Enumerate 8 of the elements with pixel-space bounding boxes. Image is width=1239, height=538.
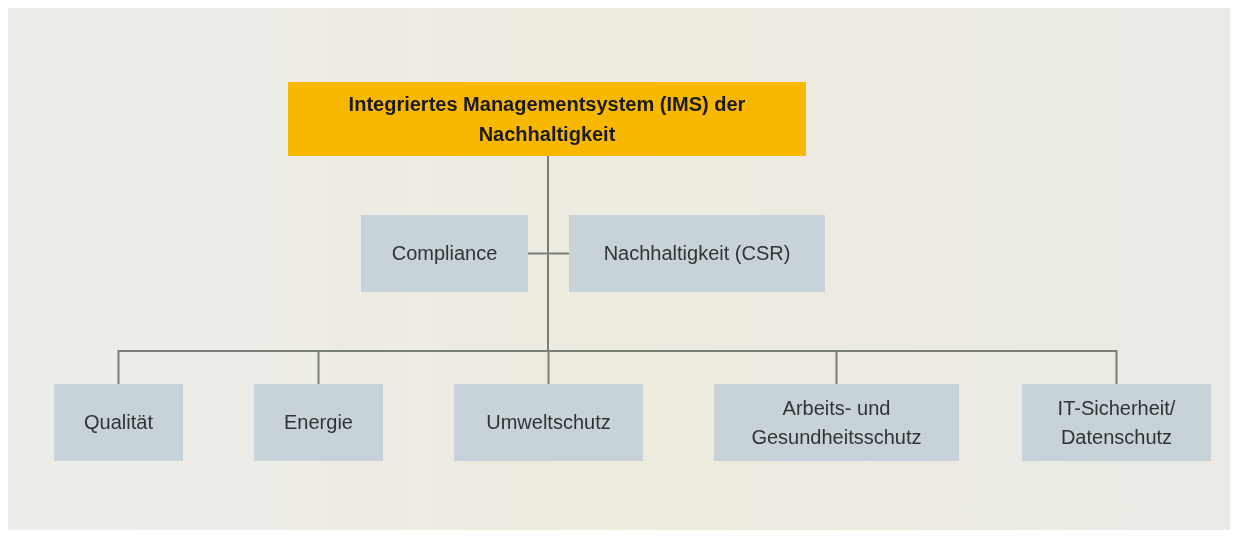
category-box: Nachhaltigkeit (CSR) (569, 215, 825, 292)
category-box: Umweltschutz (454, 384, 643, 461)
category-box: Energie (254, 384, 383, 461)
category-box: Arbeits- und Gesundheitsschutz (714, 384, 959, 461)
category-box: Compliance (361, 215, 528, 292)
category-box: Qualität (54, 384, 183, 461)
title-box: Integriertes Managementsystem (IMS) der Nachhaltigkeit (288, 82, 806, 156)
category-box: IT-Sicherheit/ Datenschutz (1022, 384, 1211, 461)
